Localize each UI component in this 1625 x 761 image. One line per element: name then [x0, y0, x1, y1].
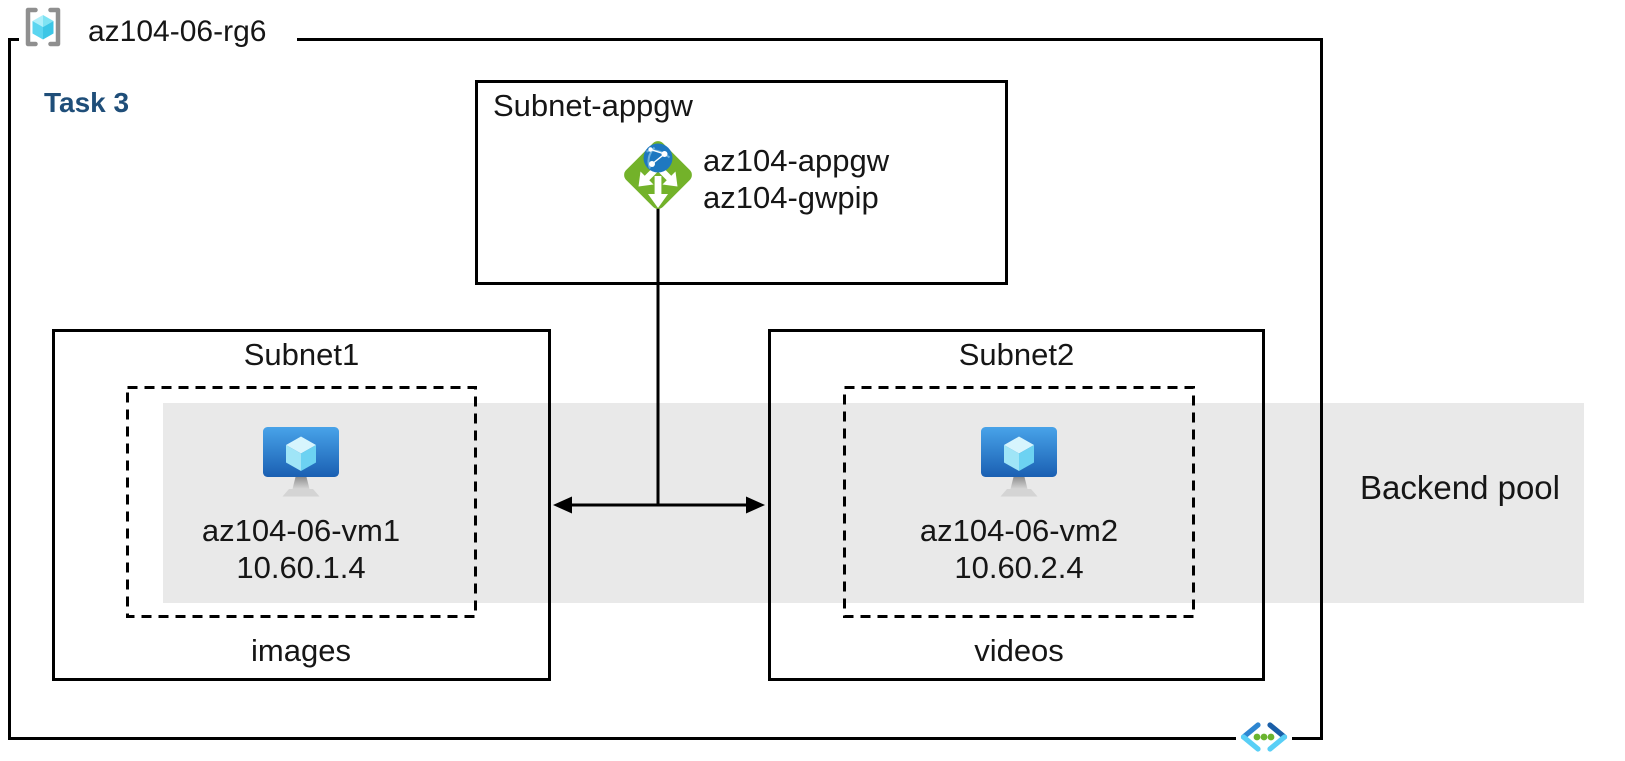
- vm2-name: az104-06-vm2: [919, 513, 1119, 548]
- subnet2-storage-label: videos: [974, 633, 1064, 668]
- subnet2-title: Subnet2: [958, 337, 1075, 372]
- vm1-ip: 10.60.1.4: [236, 550, 366, 585]
- resource-group-name: az104-06-rg6: [88, 15, 267, 48]
- subnet1-box: [52, 329, 551, 681]
- subnet2-backend-dashed-box: [843, 386, 1195, 618]
- subnet2-box: [768, 329, 1265, 681]
- virtual-machine-icon: [981, 427, 1057, 497]
- virtual-network-icon: [1236, 720, 1292, 754]
- gateway-name: az104-appgw: [703, 143, 890, 178]
- vm2-ip: 10.60.2.4: [954, 550, 1084, 585]
- resource-group-label-chip: [19, 30, 297, 47]
- subnet1-backend-dashed-box: [126, 386, 477, 618]
- resource-group-box: [8, 38, 1323, 740]
- subnet1-title: Subnet1: [243, 337, 360, 372]
- gateway-public-ip-name: az104-gwpip: [703, 180, 879, 215]
- application-gateway-icon: [624, 141, 692, 209]
- resource-group-icon: [25, 7, 61, 47]
- appgw-subnet-title: Subnet-appgw: [493, 88, 693, 123]
- appgw-subnet-box: [475, 80, 1008, 285]
- backend-pool-label: Backend pool: [1360, 469, 1560, 506]
- vm1-name: az104-06-vm1: [201, 513, 401, 548]
- task-heading: Task 3: [44, 87, 130, 118]
- gateway-to-backend-connector: [553, 205, 765, 514]
- virtual-machine-icon: [263, 427, 339, 497]
- subnet1-storage-label: images: [251, 633, 351, 668]
- backend-pool-band: [163, 403, 1584, 603]
